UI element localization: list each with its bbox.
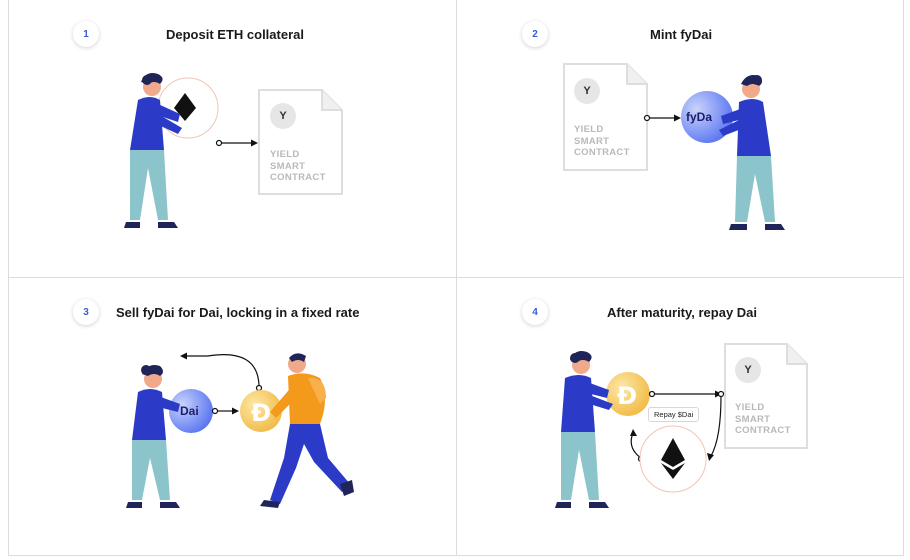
person-repaying [555, 351, 613, 508]
contract-label: YIELD SMART CONTRACT [270, 149, 326, 183]
return-arrow-head [180, 352, 187, 360]
dai-coin [606, 372, 650, 416]
panel-1-illustration [124, 73, 343, 228]
person-minting [719, 75, 785, 230]
arrow-head [674, 114, 681, 122]
step-badge-1: 1 [73, 21, 99, 47]
fydai-label: Dai [180, 404, 199, 418]
step-badge-4: 4 [522, 299, 548, 325]
contract-y-icon: Y [574, 78, 600, 104]
return-arrow [186, 354, 260, 387]
panel-3-illustration: Đ [126, 352, 354, 508]
panel-title-3: Sell fyDai for Dai, locking in a fixed r… [116, 305, 360, 320]
dai-symbol: Đ [617, 382, 637, 410]
eth-loop-arrow [630, 432, 642, 459]
divider-horizontal [8, 277, 904, 278]
panel-2-illustration [563, 63, 785, 230]
contract-y-icon: Y [735, 357, 761, 383]
panel-4: 4 After maturity, repay Dai Đ [457, 278, 905, 555]
arrow-start-dot [215, 139, 223, 147]
fydai-token [169, 389, 213, 433]
panel-title-2: Mint fyDai [650, 27, 713, 42]
eth-icon [661, 438, 685, 467]
panel-4-illustration: Đ [555, 343, 808, 508]
panel-1: 1 Deposit ETH collateral Y YIELD SMART C… [8, 0, 456, 277]
arrow-start-dot [211, 407, 219, 415]
repay-dai-tag: Repay $Dai [648, 407, 700, 422]
panel-3: 3 Sell fyDai for Dai, locking in a fixed… [8, 278, 456, 555]
step-badge-2: 2 [522, 21, 548, 47]
person-depositing [124, 73, 182, 228]
panel-2: 2 Mint fyDai Y YIELD SMART CONTRACT fyDa [457, 0, 905, 277]
panel-title-1: Deposit ETH collateral [166, 27, 304, 42]
step-badge-3: 3 [73, 299, 99, 325]
dai-symbol: Đ [251, 399, 271, 427]
person-selling [126, 365, 180, 508]
fydai-label: fyDa [686, 110, 713, 124]
contract-y-icon: Y [270, 103, 296, 129]
contract-label: YIELD SMART CONTRACT [574, 124, 630, 158]
arrow-start-dot [643, 114, 651, 122]
divider-vertical [456, 0, 457, 556]
dai-coin [240, 390, 282, 432]
arrow-head [251, 139, 258, 147]
eth-return-arrow [710, 395, 722, 457]
panel-title-4: After maturity, repay Dai [607, 305, 758, 320]
contract-label: YIELD SMART CONTRACT [735, 402, 791, 436]
person-buying [260, 353, 354, 508]
